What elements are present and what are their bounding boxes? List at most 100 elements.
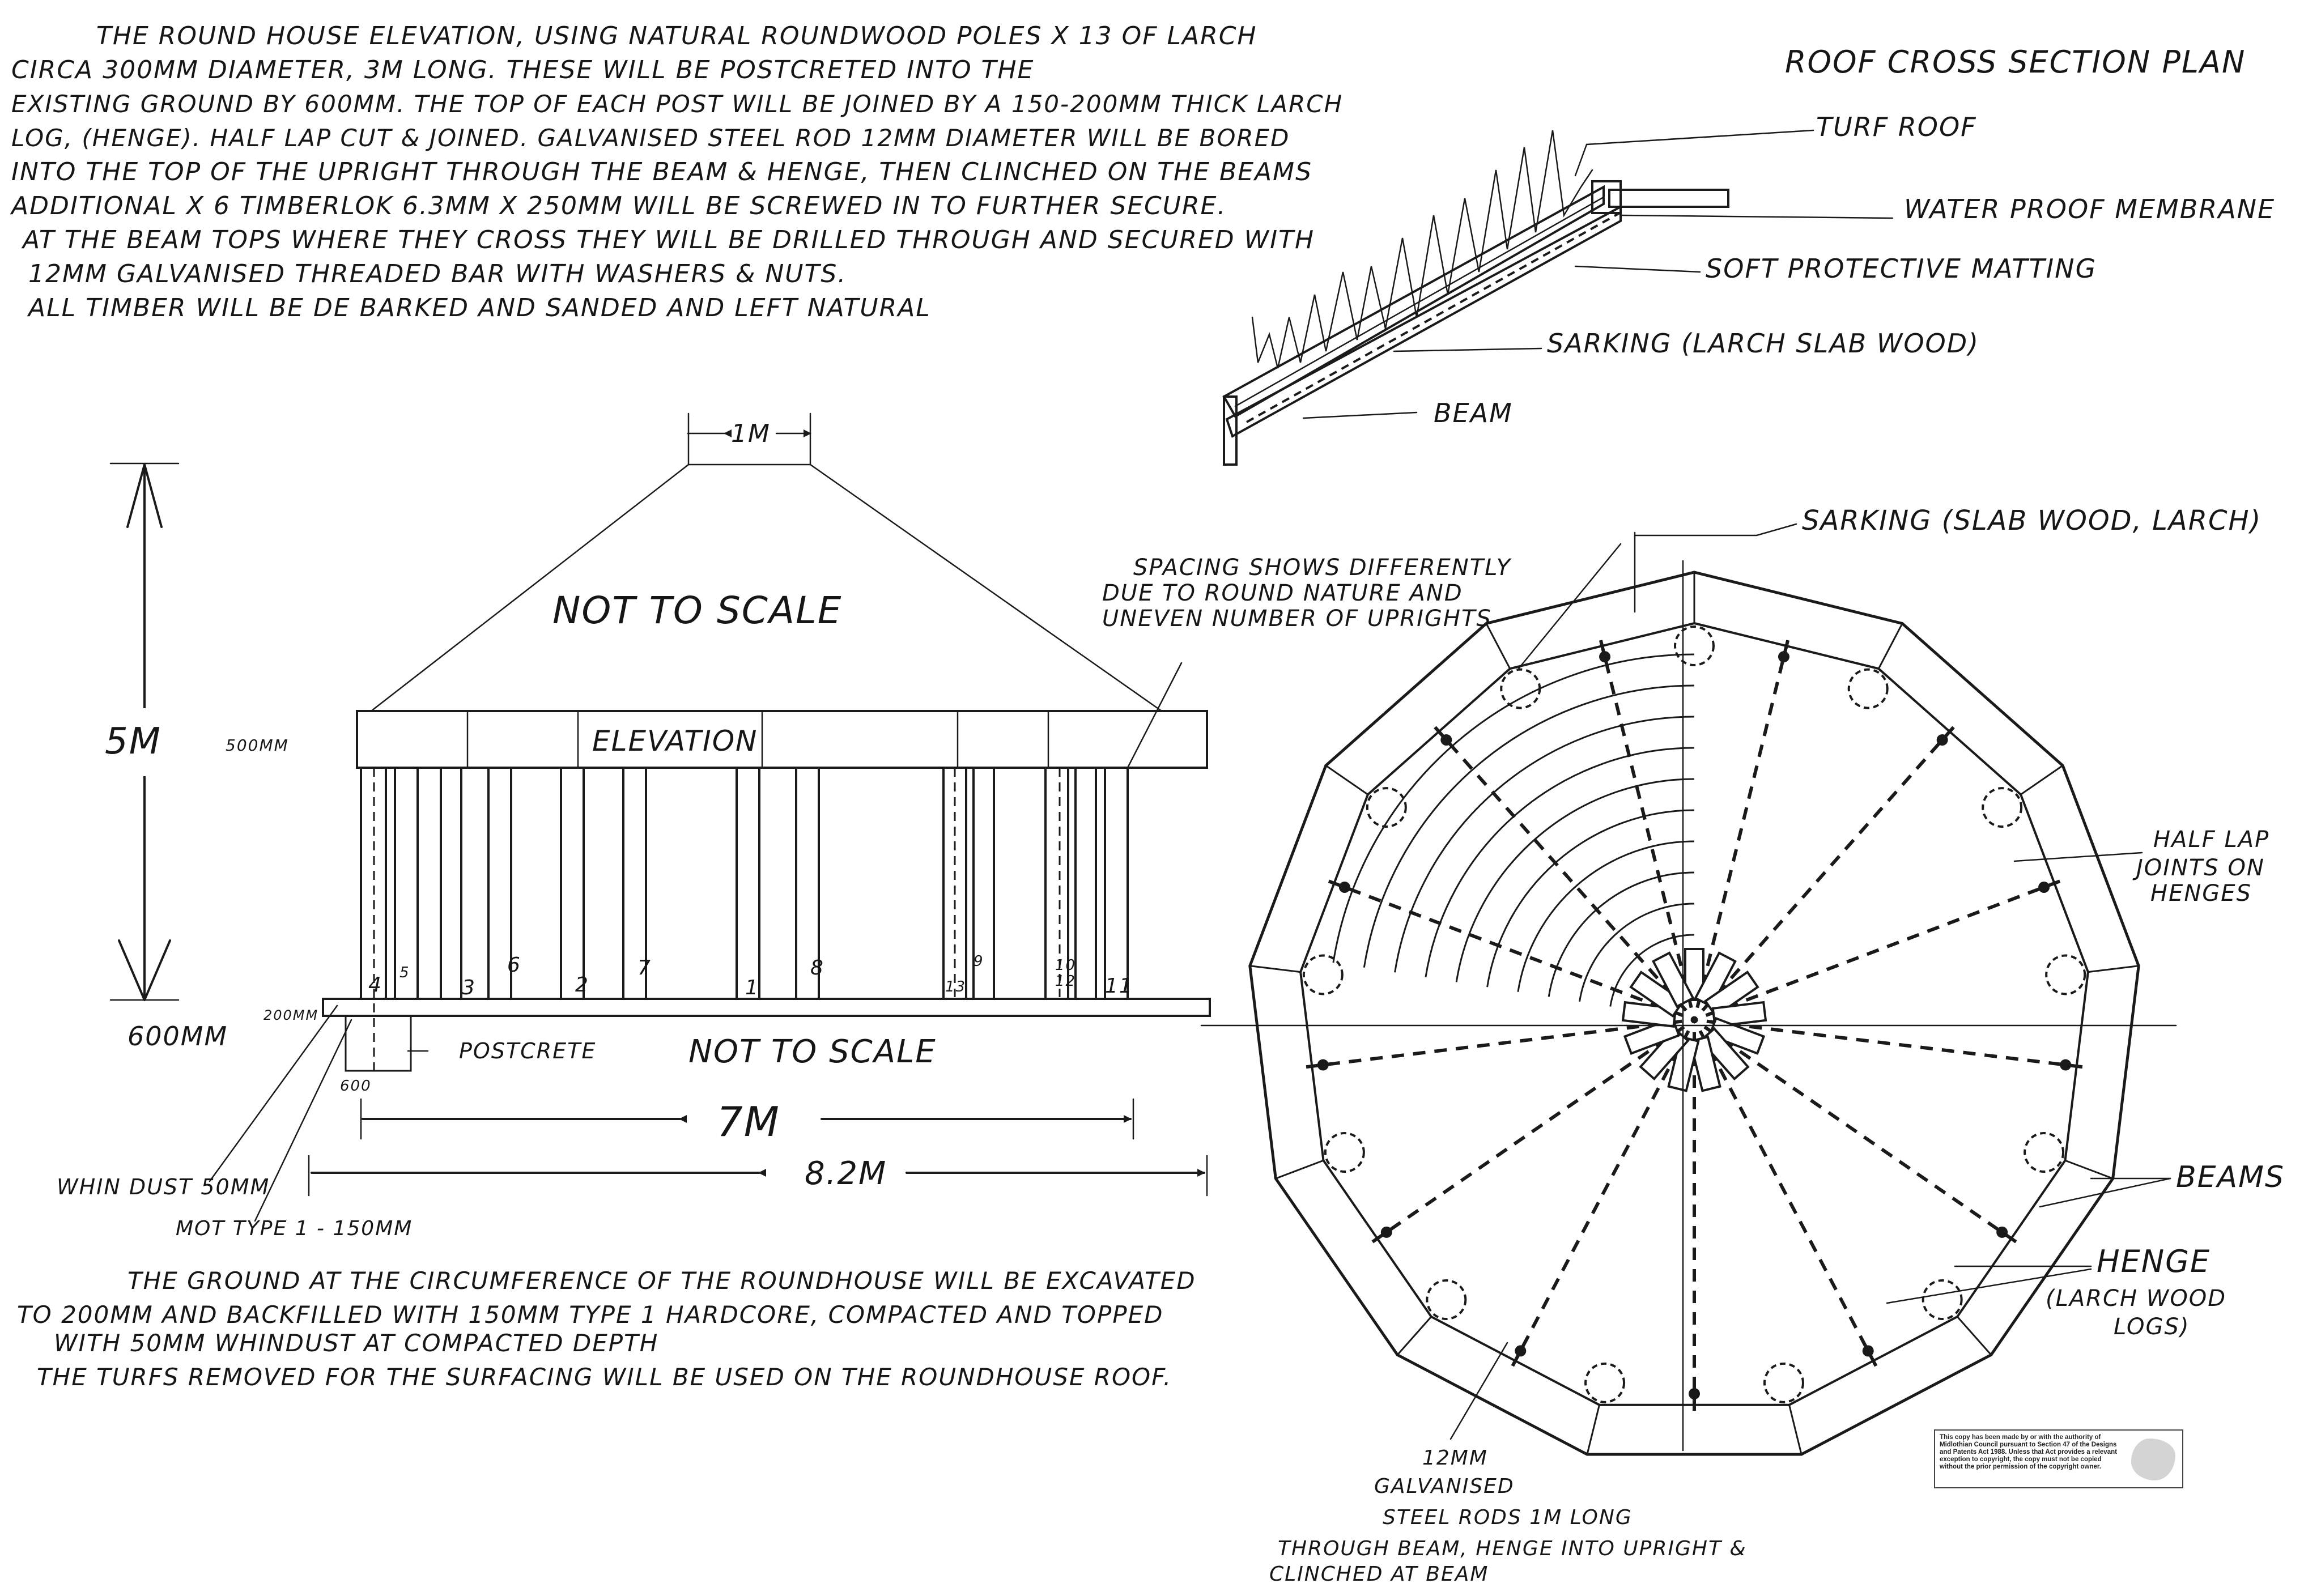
ring-connector [1485,623,1511,669]
beam-line [1693,879,2061,1022]
ground-note-line: WITH 50MM WHINDUST AT COMPACTED DEPTH [54,1329,658,1357]
half-lap-joint [1674,625,1715,666]
henge-bolt [1317,1059,1329,1071]
sarking-label: SARKING (LARCH SLAB WOOD) [1547,328,1979,359]
elevation-drawing: 1M NOT TO SCALE ELEVATION [57,412,1211,1240]
spacing-leader [1517,543,1622,670]
copyright-text: This copy has been made by or with the a… [1940,1434,2117,1470]
post-number: 5 [399,964,410,981]
leader-matting [1574,265,1701,273]
beams-leader [2039,1177,2171,1208]
henge-line: LOGS) [2114,1314,2190,1340]
whin-dust-label: WHIN DUST 50MM [57,1174,270,1199]
header-note-line: LOG, (HENGE). HALF LAP CUT & JOINED. GAL… [11,124,1290,152]
ground-notes: THE GROUND AT THE CIRCUMFERENCE OF THE R… [17,1267,1196,1391]
beam-line [1434,726,1696,1021]
henge-bolt [1599,651,1611,663]
spacing-note-line: UNEVEN NUMBER OF UPRIGHTS [1102,606,1492,632]
header-note-line: INTO THE TOP OF THE UPRIGHT THROUGH THE … [11,158,1312,186]
ground-note-line: THE TURFS REMOVED FOR THE SURFACING WILL… [37,1363,1172,1391]
rods-leader [1449,1342,1508,1440]
rods-line: THROUGH BEAM, HENGE INTO UPRIGHT & [1278,1537,1747,1560]
half-lap-joint [1426,1279,1467,1321]
ground-layer-label: 200MM [263,1007,318,1023]
post-number: 4 [368,973,382,997]
half-lap-line: HENGES [2150,880,2252,906]
post-number: 11 [1105,974,1133,998]
not-to-scale-bottom: NOT TO SCALE [688,1033,937,1070]
post-number: 9 [974,953,984,970]
roof-slope [1222,185,1605,418]
ring-connector [1877,623,1903,669]
sarking-plank [1548,871,1695,997]
post-number: 8 [810,956,824,980]
sarking-line [1246,211,1621,423]
ring-connector [1325,764,1368,795]
ring-connector [1788,1405,1803,1455]
ring-connector [1397,1316,1432,1356]
copyright-notice: This copy has been made by or with the a… [1934,1429,2183,1488]
half-lap-joint [1500,668,1541,709]
post-number: 6 [507,954,521,977]
plan-sarking-label: SARKING (SLAB WOOD, LARCH) [1802,505,2262,537]
sarking-plank [1609,934,1695,1007]
sarking-plank [1517,840,1695,992]
whin-leader [209,1005,338,1182]
ring-connector [2064,1159,2114,1180]
beam-line [1694,1018,2083,1069]
rods-line: 12MM [1422,1446,1488,1470]
beam-end [1708,1016,1766,1055]
roof-beam [1225,205,1622,438]
half-lap-joint [2045,954,2086,995]
henge-bolt [1338,881,1350,893]
post-width-label: 600 [340,1078,372,1095]
post-number: 7 [637,956,652,980]
plan-outer-ring [1248,571,2140,1456]
henge-leader [1886,1268,2092,1304]
turf-roof-label: TURF ROOF [1816,112,1977,142]
header-note-line: ALL TIMBER WILL BE DE BARKED AND SANDED … [27,293,931,322]
roof-cross-section: ROOF CROSS SECTION PLAN TURF ROOF WATER … [1222,44,2274,466]
membrane-line [1234,196,1605,407]
header-note-line: THE ROUND HOUSE ELEVATION, USING NATURAL… [96,22,1257,50]
ground-note-line: THE GROUND AT THE CIRCUMFERENCE OF THE R… [127,1267,1196,1295]
leader-sarking [1393,347,1542,352]
sarking-plank [1394,716,1695,973]
ring-connector [2020,764,2064,795]
ground-layer [322,998,1211,1017]
beam-line [1693,640,1790,1020]
beam-line [1693,726,1955,1021]
spacing-note-line: DUE TO ROUND NATURE AND [1102,580,1463,606]
plan-inner-ring [1299,622,2089,1406]
leader-turf [1574,129,1814,177]
post-number: 3 [462,976,476,999]
half-lap-joint [1366,787,1407,828]
post-number: 13 [945,978,966,995]
sarking-leader [1634,523,1797,537]
rods-line: GALVANISED [1374,1475,1515,1498]
half-lap-leader [2013,852,2143,862]
spacing-note-line: SPACING SHOWS DIFFERENTLY [1133,555,1512,581]
mot-leader [254,1019,352,1222]
header-note-line: ADDITIONAL X 6 TIMBERLOK 6.3MM X 250MM W… [10,191,1226,220]
half-lap-joint [1584,1362,1626,1403]
beam-line [1371,1018,1695,1244]
half-lap-joint [1982,787,2023,828]
beam-end [1694,951,1737,1008]
post-number: 12 [1055,973,1076,990]
ridge-board [1608,189,1729,208]
post-number: 10 [1055,957,1076,974]
henge-bolt [1380,1226,1392,1238]
width-inner-label: 7M [717,1098,780,1146]
sarking-plank [1332,653,1695,963]
plan-view: SPACING SHOWS DIFFERENTLY DUE TO ROUND N… [1102,505,2284,1586]
henge-bolt [1515,1345,1527,1357]
henge-bolt [1862,1345,1874,1357]
henge-bolt [2038,881,2050,893]
sarking-plank [1363,684,1695,968]
ring-connector [1249,965,1301,973]
midlothian-map-logo [2131,1438,2175,1480]
beam-line [1306,1018,1695,1069]
beam-depth-label: 500MM [226,736,289,755]
ridge-block [1591,180,1622,214]
